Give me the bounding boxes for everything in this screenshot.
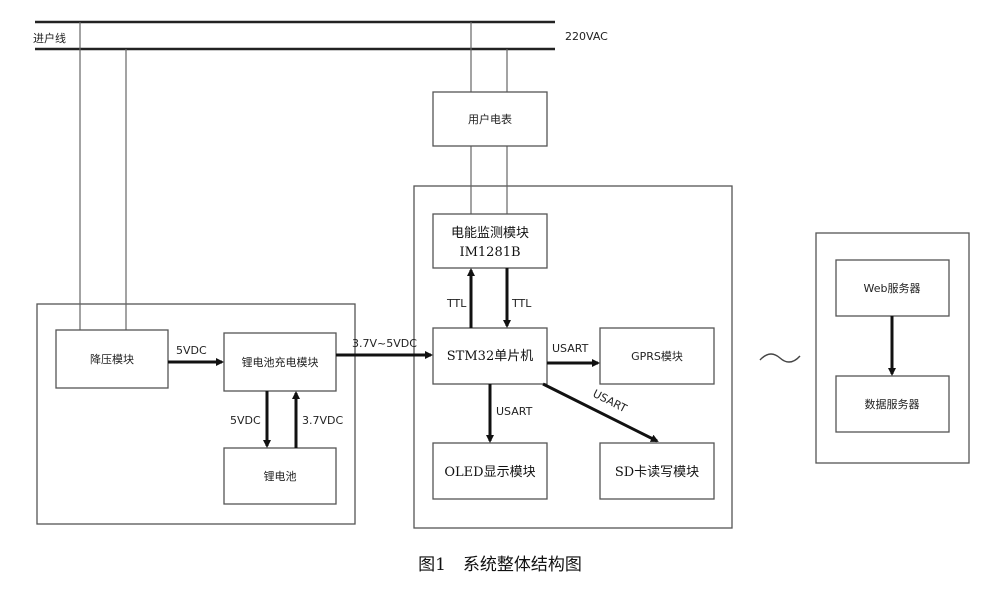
signal-usart-gprs: USART xyxy=(552,342,589,355)
db-server-box xyxy=(835,375,950,433)
oled-box xyxy=(432,442,548,500)
step-down-box xyxy=(55,329,169,389)
signal-5vdc-a: 5VDC xyxy=(176,344,207,357)
battery-label: 锂电池 xyxy=(264,469,297,483)
step-down-label: 降压模块 xyxy=(90,352,134,366)
voltage-label: 220VAC xyxy=(565,30,608,43)
signal-3v7dc: 3.7VDC xyxy=(302,414,343,427)
signal-ttl-up: TTL xyxy=(446,297,467,310)
charger-box xyxy=(223,332,337,392)
wireless-link-icon xyxy=(759,353,801,363)
sd-box xyxy=(599,442,715,500)
signal-usart-oled: USART xyxy=(496,405,533,418)
energy-monitor-model: IM1281B xyxy=(459,245,520,260)
gprs-label: GPRS模块 xyxy=(631,350,683,363)
user-meter-box xyxy=(432,91,548,147)
sd-label: SD卡读写模块 xyxy=(615,465,699,480)
figure-caption: 图1 系统整体结构图 xyxy=(418,555,582,575)
arrow-mcu-to-sd xyxy=(542,382,659,443)
signal-voltage-range: 3.7V~5VDC xyxy=(352,337,417,350)
web-server-label: Web服务器 xyxy=(864,282,921,295)
energy-monitor-box xyxy=(432,213,548,269)
user-meter-label: 用户电表 xyxy=(468,112,512,126)
battery-box xyxy=(223,447,337,505)
signal-5vdc-b: 5VDC xyxy=(230,414,261,427)
gprs-box xyxy=(599,327,715,385)
incoming-line-label: 进户线 xyxy=(33,31,66,45)
oled-label: OLED显示模块 xyxy=(444,465,535,480)
signal-ttl-down: TTL xyxy=(511,297,532,310)
charger-label: 锂电池充电模块 xyxy=(242,355,319,369)
db-server-label: 数据服务器 xyxy=(865,397,920,411)
energy-monitor-label: 电能监测模块 xyxy=(451,226,529,241)
mcu-label: STM32单片机 xyxy=(447,349,533,364)
